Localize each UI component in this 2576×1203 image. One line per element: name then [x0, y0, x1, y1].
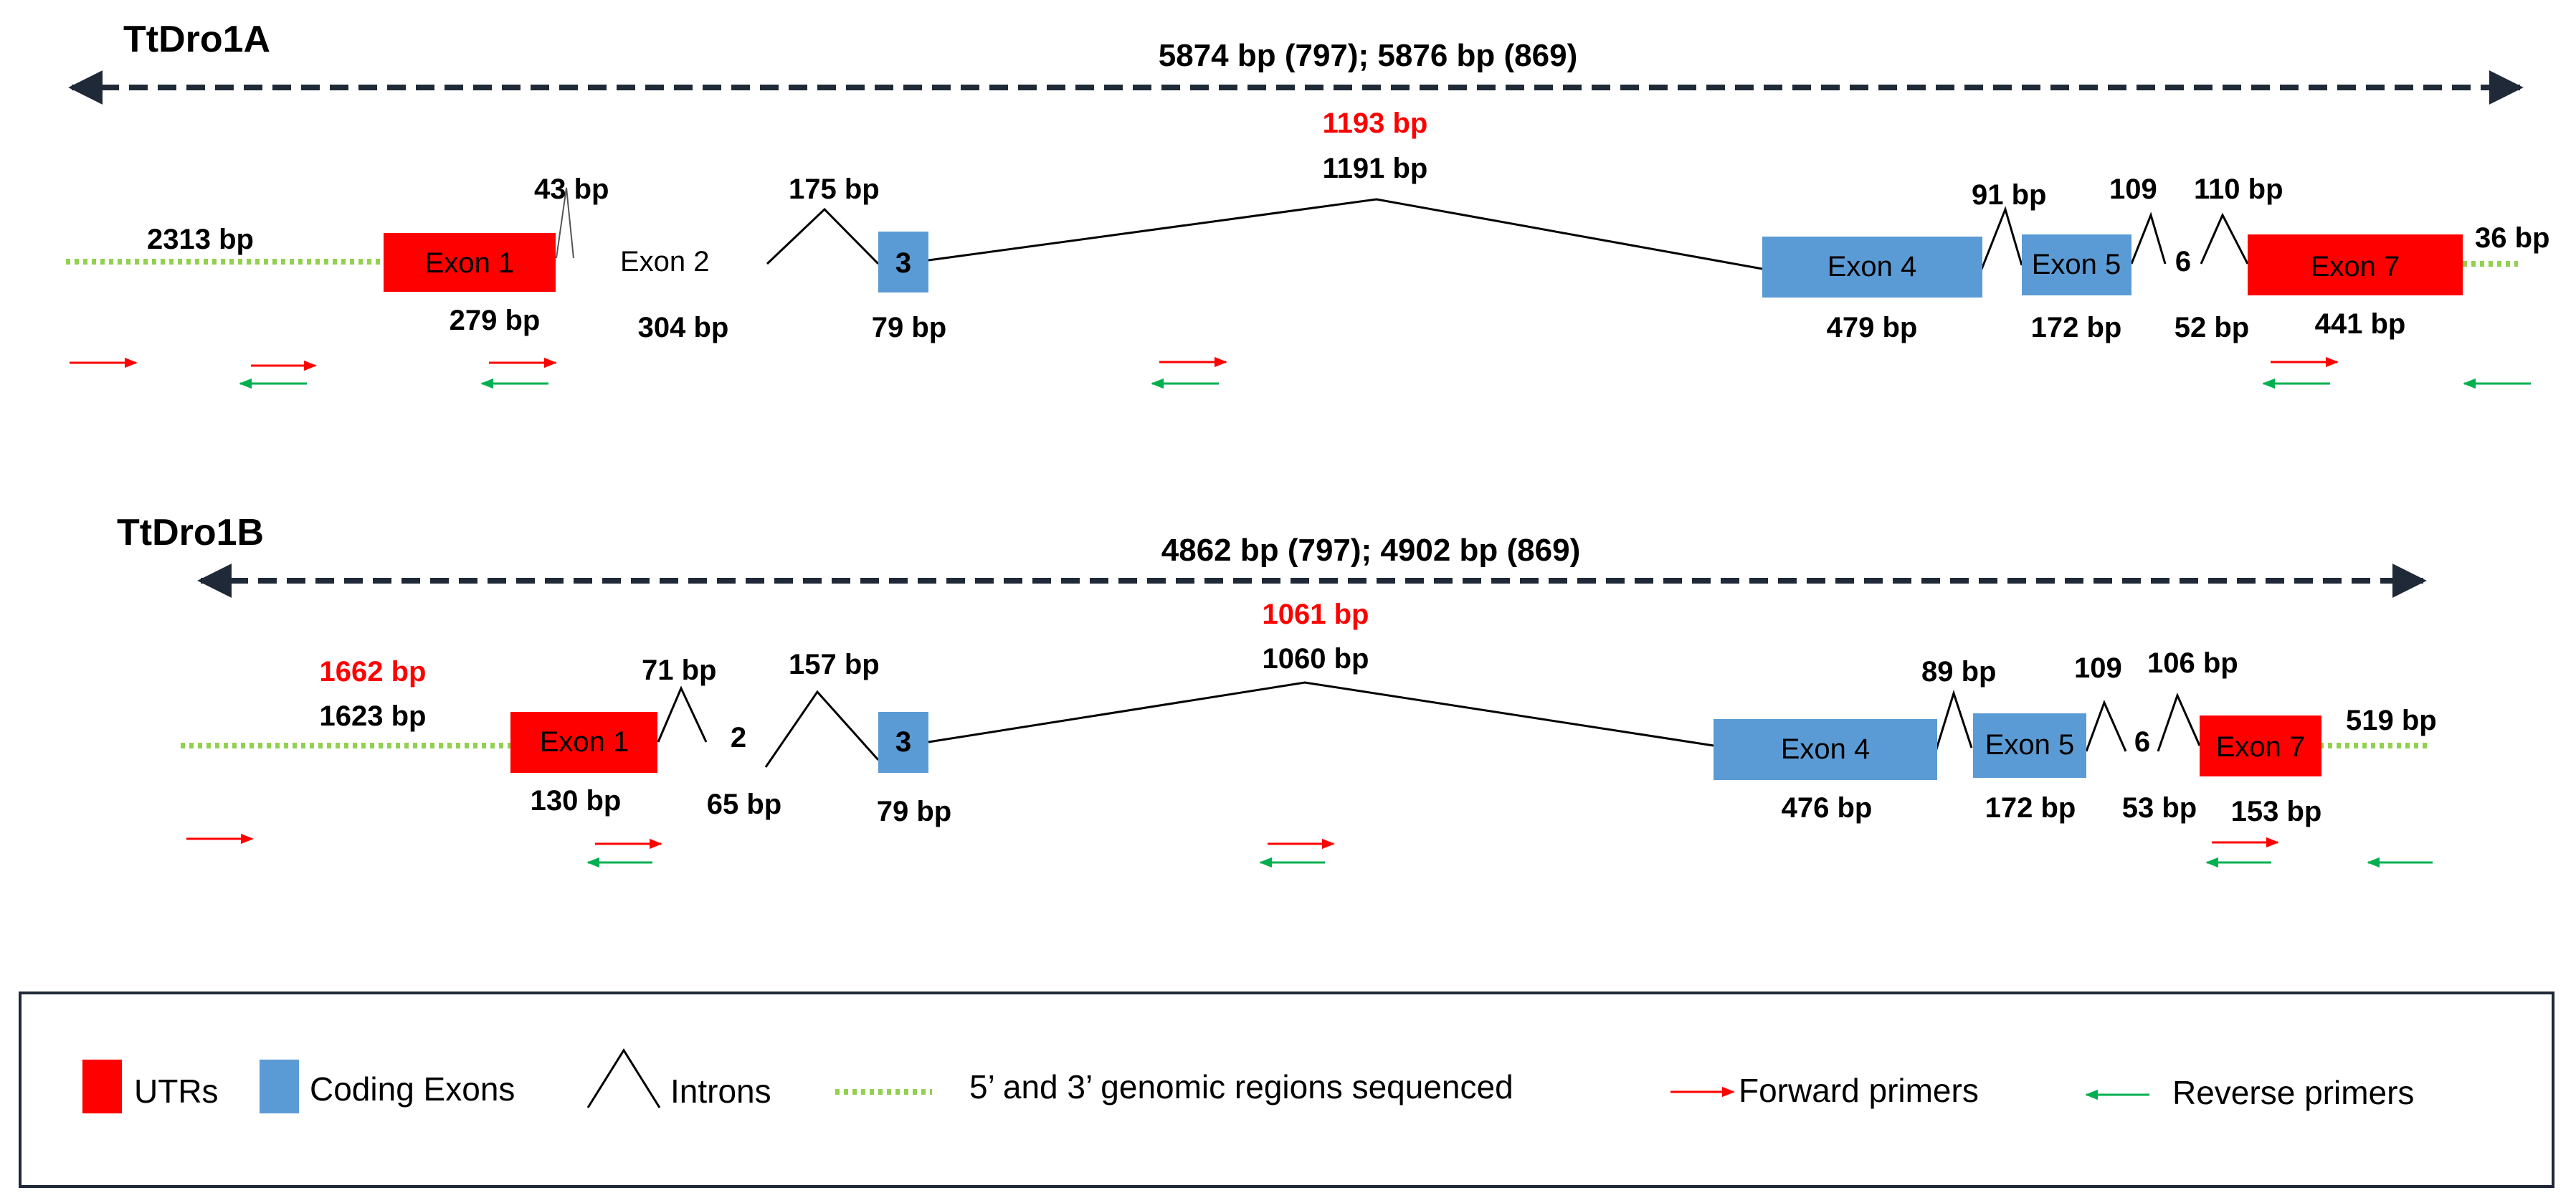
gene-a-intron-6: [2200, 212, 2249, 265]
gene-b-intron-3-label: 1060 bp: [1263, 643, 1369, 675]
gene-b-exon-7-size: 153 bp: [2231, 796, 2322, 827]
gene-b-exon-5-size: 172 bp: [1985, 792, 2076, 824]
gene-b-exon-6-label: 6: [2134, 726, 2150, 758]
gene-b-intron-2-label: 157 bp: [789, 649, 880, 680]
gene-b-exon-5: [1973, 713, 2086, 778]
gene-a-exon-1: [384, 233, 556, 292]
gene-a-exon-1-label: Exon 1: [425, 247, 515, 279]
gene-a-exon-3-label: 3: [895, 247, 911, 279]
gene-b-intron-4: [1934, 690, 1973, 752]
gene-b-intron-6-label: 106 bp: [2147, 647, 2238, 679]
legend-introns-label: Introns: [670, 1073, 771, 1110]
legend-utr-swatch: [82, 1060, 122, 1113]
gene-b-exon-3: [878, 712, 928, 773]
gene-a-exon-7-label: Exon 7: [2311, 251, 2400, 282]
legend-coding-label: Coding Exons: [310, 1070, 515, 1108]
gene-a-exon-5: [2022, 234, 2131, 295]
gene-b-exon-2-size: 65 bp: [707, 789, 781, 820]
gene-b-intron-6: [2157, 692, 2201, 752]
gene-b-intron-2: [764, 690, 880, 768]
gene-b-exon-1-label: Exon 1: [540, 726, 629, 758]
gene-a-span-label: 5874 bp (797); 5876 bp (869): [1159, 38, 1577, 73]
gene-a-exon-1-size: 279 bp: [450, 305, 541, 336]
gene-b-intron-3: [928, 681, 1714, 747]
gene-b-downstream-label: 519 bp: [2346, 705, 2437, 736]
gene-b-exon-1-size: 130 bp: [531, 785, 622, 817]
gene-b-exon-5-label: Exon 5: [1985, 729, 2075, 761]
gene-b: TtDro1B 4862 bp (797); 4902 bp (869) 166…: [117, 512, 2437, 868]
gene-a-exon-4-size: 479 bp: [1827, 312, 1918, 343]
legend: UTRs Coding Exons Introns 5’ and 3’ geno…: [19, 992, 2554, 1188]
gene-b-title: TtDro1B: [117, 512, 264, 553]
gene-a-intron-2-label: 175 bp: [789, 173, 880, 205]
gene-a-intron-1-label: 43 bp: [534, 173, 609, 205]
legend-utr-label: UTRs: [134, 1073, 219, 1110]
gene-a-upstream-label: 2313 bp: [147, 224, 254, 255]
gene-b-intron-1: [657, 685, 708, 743]
gene-b-intron-1-label: 71 bp: [642, 655, 716, 686]
gene-b-intron-4-label: 89 bp: [1921, 656, 1996, 688]
gene-a-exon-2-label: Exon 2: [620, 246, 710, 277]
gene-b-upstream-label: 1623 bp: [320, 700, 427, 732]
gene-a-intron-3-alt-label: 1193 bp: [1323, 108, 1428, 139]
gene-b-exon-7-label: Exon 7: [2216, 731, 2306, 763]
gene-b-exon-1: [510, 712, 657, 773]
gene-a-exon-2-size: 304 bp: [638, 312, 729, 343]
gene-a-title: TtDro1A: [123, 19, 270, 60]
gene-a-intron-1: [556, 187, 574, 259]
gene-a-intron-5: [2130, 211, 2167, 265]
gene-b-intron-5: [2085, 699, 2127, 752]
gene-a-downstream-label: 36 bp: [2475, 222, 2549, 254]
gene-b-exon-2-label: 2: [731, 722, 746, 753]
gene-a-exon-3-size: 79 bp: [872, 312, 946, 343]
gene-a-exon-6-label: 6: [2175, 246, 2191, 277]
gene-b-exon-4-label: Exon 4: [1781, 733, 1871, 765]
gene-a-exon-5-size: 172 bp: [2031, 312, 2122, 343]
gene-b-span-label: 4862 bp (797); 4902 bp (869): [1161, 533, 1580, 568]
gene-a-intron-6-label: 110 bp: [2194, 173, 2283, 205]
gene-a-exon-7-size: 441 bp: [2315, 308, 2406, 340]
gene-a-intron-3-label: 1191 bp: [1323, 153, 1428, 184]
gene-a-exon-4-label: Exon 4: [1828, 251, 1917, 282]
gene-a-intron-4: [1979, 206, 2023, 272]
legend-genomic-label: 5’ and 3’ genomic regions sequenced: [969, 1068, 1513, 1105]
gene-a-exon-5-label: Exon 5: [2032, 249, 2121, 280]
gene-a: TtDro1A 5874 bp (797); 5876 bp (869) 231…: [66, 19, 2549, 389]
gene-a-exon-3: [878, 232, 928, 293]
gene-b-upstream-alt-label: 1662 bp: [320, 656, 427, 688]
gene-a-exon-4: [1762, 237, 1982, 298]
gene-a-intron-3: [928, 198, 1763, 270]
gene-b-exon-6-size: 53 bp: [2122, 792, 2197, 824]
legend-box: [19, 992, 2554, 1188]
gene-a-intron-2: [766, 207, 880, 265]
gene-b-intron-5-label: 109: [2074, 652, 2122, 684]
gene-b-exon-3-label: 3: [895, 726, 911, 758]
gene-b-exon-4: [1714, 719, 1937, 780]
gene-a-intron-4-label: 91 bp: [1972, 179, 2046, 211]
legend-coding-swatch: [260, 1060, 299, 1113]
gene-b-exon-7: [2200, 715, 2321, 776]
legend-reverse-label: Reverse primers: [2172, 1074, 2414, 1111]
gene-a-exon-6-size: 52 bp: [2175, 312, 2249, 343]
gene-b-exon-4-size: 476 bp: [1782, 792, 1873, 824]
gene-a-intron-5-label: 109: [2109, 173, 2157, 205]
gene-b-exon-3-size: 79 bp: [877, 796, 951, 827]
gene-a-exon-7: [2248, 234, 2463, 295]
legend-intron-icon: [586, 1048, 661, 1108]
legend-forward-label: Forward primers: [1739, 1072, 1979, 1109]
gene-b-intron-3-alt-label: 1061 bp: [1263, 599, 1369, 630]
